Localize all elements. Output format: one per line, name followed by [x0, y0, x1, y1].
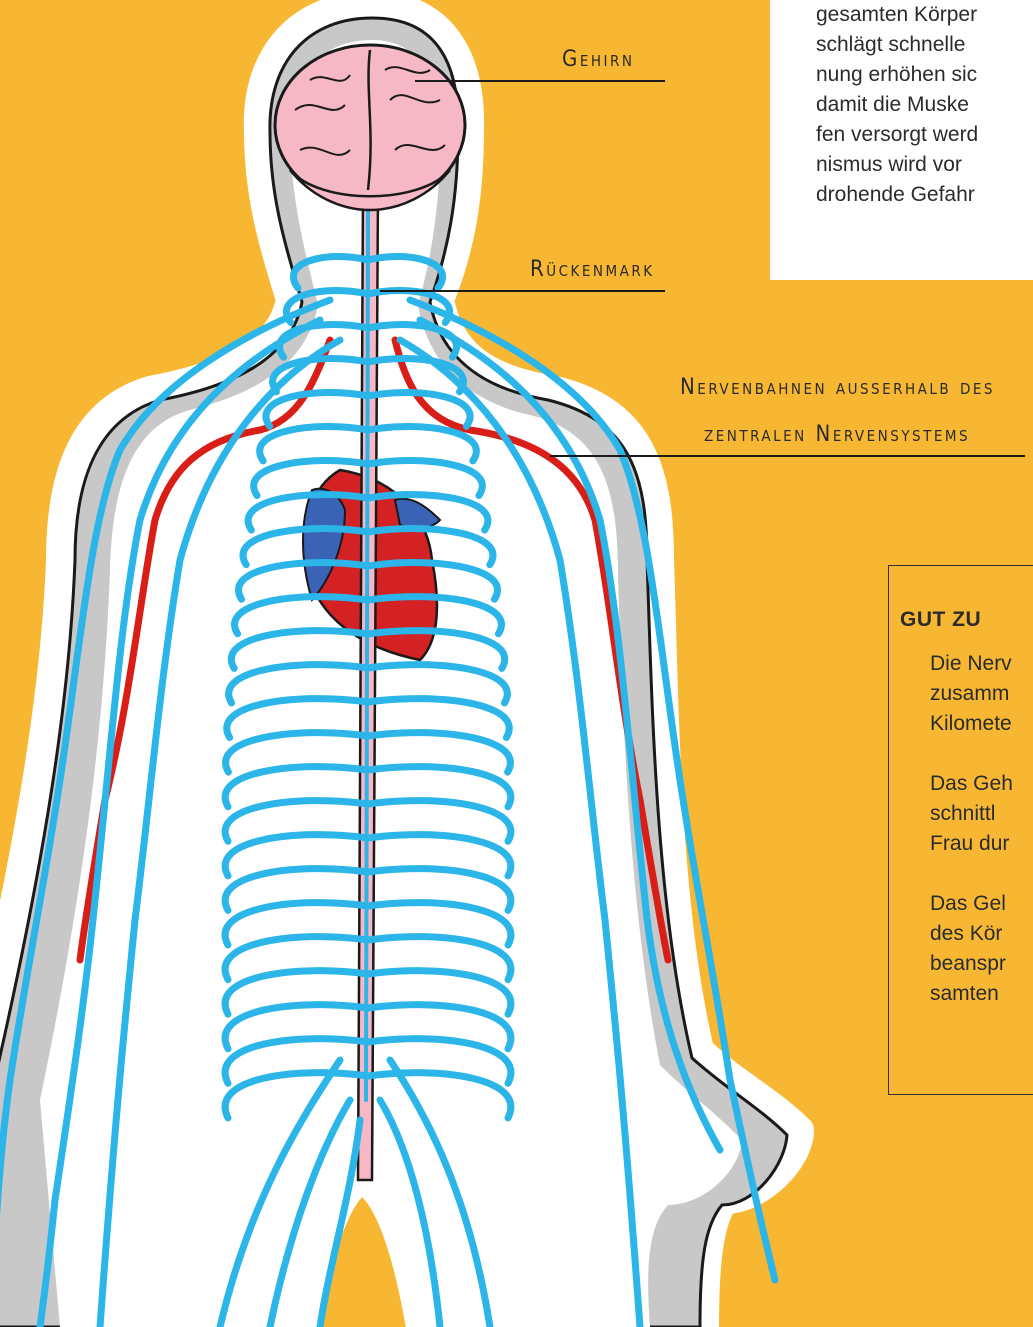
label-spinal-cord: Rückenmark — [530, 258, 655, 282]
text-panel-body: gesamten Körper — [816, 0, 977, 30]
fact-3: Das Gel des Kör beanspr samten — [930, 889, 1006, 1009]
panel-line-6: nismus wird vor — [816, 150, 962, 180]
info-box: GUT ZU Die Nerv zusamm Kilomete Das Geh … — [888, 565, 1033, 1095]
panel-line-7: drohende Gefahr — [816, 180, 975, 210]
panel-line-3: nung erhöhen sic — [816, 60, 977, 90]
panel-line: schlägt schnelle — [816, 33, 965, 56]
panel-line-4: damit die Muske — [816, 90, 969, 120]
leader-brain — [415, 80, 665, 82]
panel-line: damit die Muske — [816, 93, 969, 116]
label-peripheral-line1: Nervenbahnen ausserhalb des — [680, 376, 995, 400]
leader-peripheral — [550, 455, 1025, 457]
fact-2: Das Geh schnittl Frau dur — [930, 769, 1013, 859]
panel-line: drohende Gefahr — [816, 183, 975, 206]
panel-line-2: schlägt schnelle — [816, 30, 965, 60]
info-box-title: GUT ZU — [900, 608, 981, 632]
panel-line: nung erhöhen sic — [816, 63, 977, 86]
label-brain: Gehirn — [562, 48, 634, 72]
label-peripheral-line2: zentralen Nervensystems — [704, 423, 970, 447]
fact-1: Die Nerv zusamm Kilomete — [930, 649, 1012, 739]
leader-spinal-cord — [380, 290, 665, 292]
panel-line: gesamten Körper — [816, 3, 977, 26]
panel-line: fen versorgt werd — [816, 123, 978, 146]
text-panel: gesamten Körper schlägt schnelle nung er… — [770, 0, 1033, 280]
panel-line-5: fen versorgt werd — [816, 120, 978, 150]
central-nerve-line — [366, 210, 368, 1100]
panel-line: nismus wird vor — [816, 153, 962, 176]
brain — [275, 45, 465, 210]
